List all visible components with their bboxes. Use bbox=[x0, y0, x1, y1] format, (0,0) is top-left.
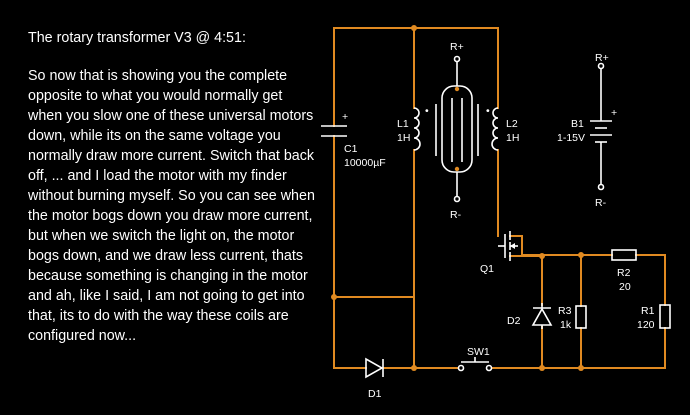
b1-value: 1-15V bbox=[557, 132, 585, 144]
sw1-contact-right bbox=[485, 364, 493, 372]
r2-body bbox=[611, 249, 637, 261]
mosfet-q1: Q1 bbox=[480, 231, 518, 275]
b1-top-label: R+ bbox=[595, 52, 609, 64]
d1-name: D1 bbox=[368, 388, 382, 400]
l1-name: L1 bbox=[397, 118, 409, 130]
rminus-label: R- bbox=[450, 209, 462, 221]
l2-name: L2 bbox=[506, 118, 518, 130]
c1-polarity: + bbox=[342, 111, 348, 123]
r3-body bbox=[575, 305, 587, 329]
d2-triangle bbox=[531, 307, 553, 326]
transformer: • • L1 1H L2 1H R+ R- bbox=[397, 41, 519, 221]
battery-b1: R+ + B1 1-15V R- bbox=[557, 52, 617, 209]
r1-value: 120 bbox=[637, 319, 655, 331]
b1-bottom-label: R- bbox=[595, 197, 607, 209]
capacitor-c1: + C1 10000µF bbox=[321, 111, 386, 169]
junction-r3-top bbox=[578, 252, 584, 258]
resistor-r3: R3 1k bbox=[558, 305, 587, 331]
r2-name: R2 bbox=[617, 267, 631, 279]
sw1-name: SW1 bbox=[467, 346, 490, 358]
wires bbox=[333, 27, 666, 369]
wire-q1-source bbox=[509, 255, 543, 369]
c1-name: C1 bbox=[344, 143, 358, 155]
l1-coil bbox=[413, 107, 421, 151]
junction-q1 bbox=[539, 253, 545, 259]
rplus-terminal bbox=[453, 55, 461, 63]
b1-polarity: + bbox=[611, 107, 617, 119]
caption-panel: The rotary transformer V3 @ 4:51: So now… bbox=[28, 28, 318, 346]
junction-top bbox=[411, 25, 417, 31]
diode-d2: D2 bbox=[507, 303, 553, 329]
wire-left-rail bbox=[333, 27, 367, 369]
wire-q1-node bbox=[509, 235, 666, 369]
diode-d1: D1 bbox=[365, 357, 384, 400]
rotor-outline bbox=[441, 85, 473, 173]
r1-body bbox=[659, 304, 671, 329]
resistor-r2: R2 20 bbox=[611, 249, 637, 293]
c1-value: 10000µF bbox=[344, 157, 386, 169]
l2-dot: • bbox=[486, 105, 490, 117]
b1-name: B1 bbox=[571, 118, 584, 130]
l2-value: 1H bbox=[506, 132, 519, 144]
rplus-label: R+ bbox=[450, 41, 464, 53]
rotor-contact-bottom bbox=[454, 166, 460, 172]
junction-left bbox=[331, 294, 337, 300]
l1-value: 1H bbox=[397, 132, 410, 144]
caption-title: The rotary transformer V3 @ 4:51: bbox=[28, 30, 246, 46]
r3-value: 1k bbox=[560, 319, 572, 331]
q1-arrow bbox=[510, 243, 515, 249]
l2-coil bbox=[491, 107, 499, 151]
d1-triangle bbox=[365, 357, 384, 379]
caption-body: So now that is showing you the complete … bbox=[28, 68, 315, 344]
d2-name: D2 bbox=[507, 315, 521, 327]
l1-dot: • bbox=[425, 105, 429, 117]
rminus-terminal bbox=[453, 195, 461, 203]
b1-terminal-top bbox=[597, 62, 605, 70]
resistor-r1: R1 120 bbox=[637, 304, 671, 331]
rotor-contact-top bbox=[454, 86, 460, 92]
r1-name: R1 bbox=[641, 305, 655, 317]
switch-sw1: SW1 bbox=[457, 346, 493, 372]
r2-value: 20 bbox=[619, 281, 631, 293]
sw1-contact-left bbox=[457, 364, 465, 372]
junctions bbox=[331, 25, 584, 371]
r3-name: R3 bbox=[558, 305, 572, 317]
wire-top-bus bbox=[333, 27, 499, 109]
junction-bottom bbox=[411, 365, 417, 371]
junction-d2-bottom bbox=[539, 365, 545, 371]
q1-name: Q1 bbox=[480, 263, 494, 275]
b1-terminal-bottom bbox=[597, 183, 605, 191]
junction-r3-bottom bbox=[578, 365, 584, 371]
